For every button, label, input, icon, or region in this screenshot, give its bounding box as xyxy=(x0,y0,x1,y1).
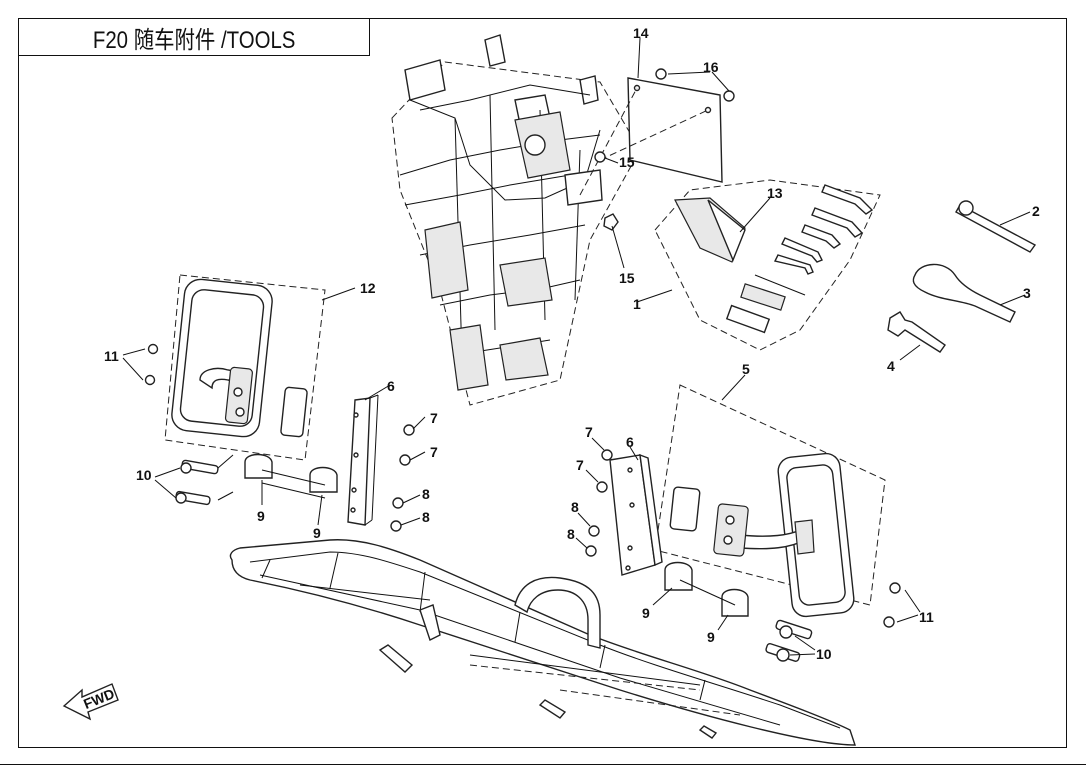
callout-3: 3 xyxy=(1023,285,1031,301)
bottom-rule xyxy=(0,764,1086,765)
callout-6-left: 6 xyxy=(387,378,395,394)
callout-labels: 1 2 3 4 5 6 6 7 7 7 7 8 8 8 8 9 9 9 9 10… xyxy=(104,25,1040,662)
callout-9-left-a: 9 xyxy=(257,508,265,524)
callout-1: 1 xyxy=(633,296,641,312)
callout-2: 2 xyxy=(1032,203,1040,219)
callout-10-right: 10 xyxy=(816,646,832,662)
callout-10-left: 10 xyxy=(136,467,152,483)
callout-9-left-b: 9 xyxy=(313,525,321,541)
left-brackets xyxy=(154,386,415,532)
loose-tools xyxy=(887,200,1037,353)
callout-5: 5 xyxy=(742,361,750,377)
callout-7-left-top: 7 xyxy=(430,410,438,426)
callout-6-right: 6 xyxy=(626,434,634,450)
callout-8-right-bottom: 8 xyxy=(567,526,575,542)
leader-lines xyxy=(217,37,1031,631)
callout-8-left-bottom: 8 xyxy=(422,509,430,525)
callout-7-right-top: 7 xyxy=(585,424,593,440)
callout-11-right: 11 xyxy=(919,609,934,625)
front-rack xyxy=(229,539,856,746)
page-title: F20 随车附件 /TOOLS xyxy=(92,26,296,54)
callout-9-right-b: 9 xyxy=(707,629,715,645)
title-box: F20 随车附件 /TOOLS xyxy=(18,18,370,56)
tool-kit xyxy=(636,179,881,351)
callout-7-right-bottom: 7 xyxy=(576,457,584,473)
callout-11-left: 11 xyxy=(104,348,119,364)
right-brackets xyxy=(585,449,816,662)
right-mirror-assembly xyxy=(654,384,921,628)
mounting-plate xyxy=(579,68,735,231)
callout-4: 4 xyxy=(887,358,895,374)
callout-7-left-bottom: 7 xyxy=(430,444,438,460)
callout-8-left-top: 8 xyxy=(422,486,430,502)
callout-16: 16 xyxy=(703,59,719,75)
callout-14: 14 xyxy=(633,25,649,41)
left-mirror-assembly xyxy=(122,274,326,461)
callout-13: 13 xyxy=(767,185,783,201)
callout-15-upper: 15 xyxy=(619,154,635,170)
fwd-arrow: FWD xyxy=(62,683,119,721)
callout-9-right-a: 9 xyxy=(642,605,650,621)
callout-15-lower: 15 xyxy=(619,270,635,286)
callout-12: 12 xyxy=(360,280,376,296)
vehicle-frame xyxy=(391,34,641,406)
callout-8-right-top: 8 xyxy=(571,499,579,515)
drawing-frame xyxy=(18,18,1067,748)
